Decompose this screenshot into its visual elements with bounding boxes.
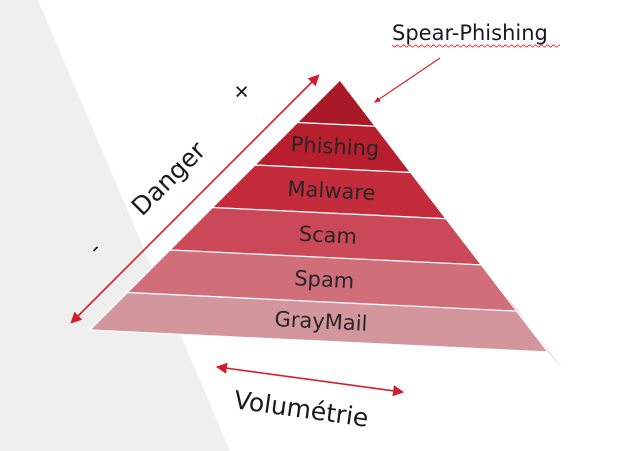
- danger-axis-label: Danger: [126, 135, 212, 221]
- pyramid-level-label: Spam: [294, 266, 355, 293]
- pyramid-level-label: GrayMail: [274, 307, 368, 336]
- danger-plus-sign: +: [227, 77, 258, 108]
- callout-label: Spear-Phishing: [392, 21, 548, 45]
- pyramid-level-1-front: [296, 79, 377, 127]
- pyramid-level-6-side: [516, 310, 593, 407]
- volume-axis-label: Volumétrie: [232, 385, 370, 433]
- pyramid-level-label: Phishing: [290, 132, 380, 161]
- pyramid-level-label: Malware: [287, 177, 376, 206]
- callout-spell-underline: [392, 44, 560, 48]
- danger-axis-arrow: [70, 74, 320, 324]
- callout-pointer-arrow: [373, 57, 441, 103]
- pyramid-level-label: Scam: [298, 222, 357, 249]
- volume-axis-arrow: [215, 362, 405, 397]
